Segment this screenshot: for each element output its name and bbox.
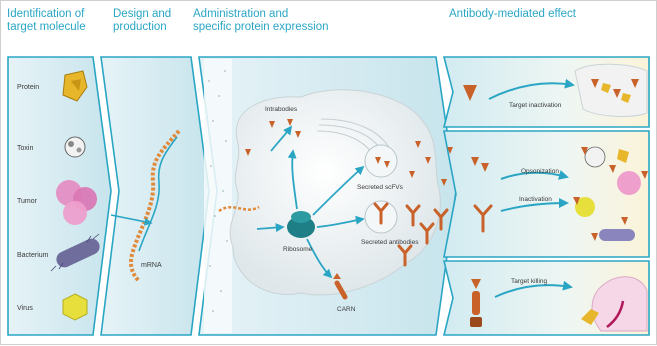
label-target-killing: Target killing <box>511 278 548 285</box>
label-secreted-antibodies: Secreted antibodies <box>361 239 419 246</box>
target-label-virus: Virus <box>17 305 33 312</box>
target-label-tumor: Tumor <box>17 198 38 205</box>
effect1-cell <box>575 64 647 116</box>
label-target-inactivation: Target inactivation <box>509 102 562 109</box>
toxin-icon <box>65 137 85 157</box>
label-carn: CARN <box>337 306 356 313</box>
panel-design <box>101 57 209 335</box>
target-label-bacterium: Bacterium <box>17 252 49 259</box>
label-intrabodies: Intrabodies <box>265 106 298 113</box>
label-inactivation: Inactivation <box>519 196 552 203</box>
label-secreted-scfv: Secreted scFVs <box>357 184 404 191</box>
label-opsonization: Opsonization <box>521 168 559 175</box>
tissue-band <box>204 59 232 333</box>
label-mrna: mRNA <box>141 262 162 269</box>
target-label-toxin: Toxin <box>17 145 33 152</box>
target-label-protein: Protein <box>17 84 39 91</box>
label-ribosome: Ribosome <box>283 246 313 253</box>
virus-icon <box>63 294 87 320</box>
vesicle-scfv <box>365 145 397 177</box>
